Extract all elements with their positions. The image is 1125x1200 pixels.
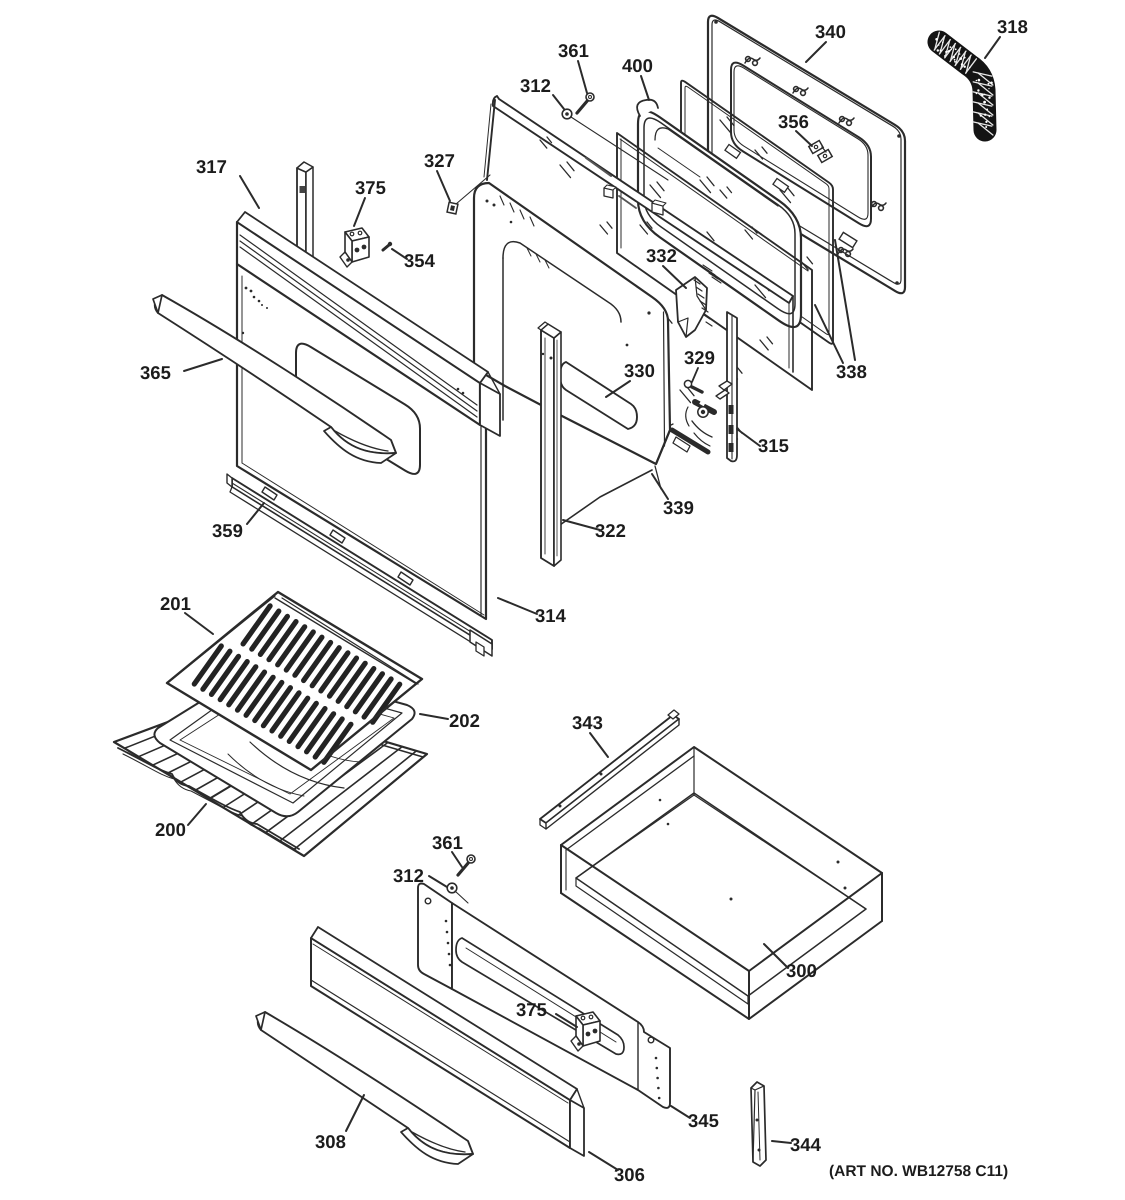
svg-text:332: 332: [646, 245, 677, 266]
svg-text:300: 300: [786, 960, 817, 981]
svg-text:365: 365: [140, 362, 171, 383]
svg-text:340: 340: [815, 21, 846, 42]
svg-text:322: 322: [595, 520, 626, 541]
svg-text:375: 375: [355, 177, 386, 198]
svg-text:400: 400: [622, 55, 653, 76]
svg-text:312: 312: [393, 865, 424, 886]
svg-text:(ART NO. WB12758 C11): (ART NO. WB12758 C11): [829, 1163, 1008, 1180]
svg-text:318: 318: [997, 16, 1028, 37]
svg-text:317: 317: [196, 156, 227, 177]
svg-text:343: 343: [572, 712, 603, 733]
svg-text:359: 359: [212, 520, 243, 541]
svg-text:327: 327: [424, 150, 455, 171]
svg-text:338: 338: [836, 361, 867, 382]
svg-text:314: 314: [535, 605, 567, 626]
svg-text:200: 200: [155, 819, 186, 840]
svg-text:312: 312: [520, 75, 551, 96]
svg-text:330: 330: [624, 360, 655, 381]
svg-text:344: 344: [790, 1134, 822, 1155]
svg-text:375: 375: [516, 999, 547, 1020]
svg-text:308: 308: [315, 1131, 346, 1152]
svg-text:361: 361: [432, 832, 463, 853]
svg-text:361: 361: [558, 40, 589, 61]
svg-text:354: 354: [404, 250, 436, 271]
svg-text:201: 201: [160, 593, 191, 614]
svg-text:356: 356: [778, 111, 809, 132]
svg-text:339: 339: [663, 497, 694, 518]
svg-text:329: 329: [684, 347, 715, 368]
svg-text:306: 306: [614, 1164, 645, 1185]
svg-text:202: 202: [449, 710, 480, 731]
svg-text:345: 345: [688, 1110, 719, 1131]
svg-text:315: 315: [758, 435, 789, 456]
